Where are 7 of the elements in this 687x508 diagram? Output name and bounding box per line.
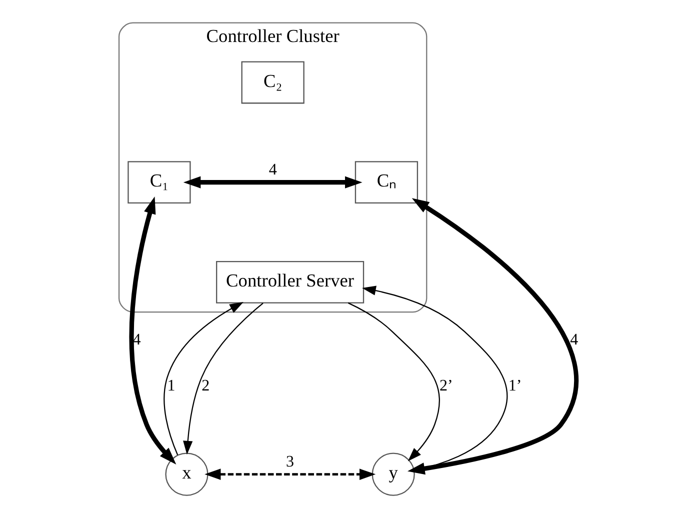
edge-label: 2 (201, 376, 210, 394)
edge-label: 3 (286, 453, 294, 470)
edge-label: 2’ (438, 376, 452, 394)
edge-label: 4 (268, 161, 276, 178)
edge-label: 1’ (508, 376, 522, 394)
edge-label: 4 (570, 330, 578, 348)
edge-label: 1 (166, 376, 175, 394)
